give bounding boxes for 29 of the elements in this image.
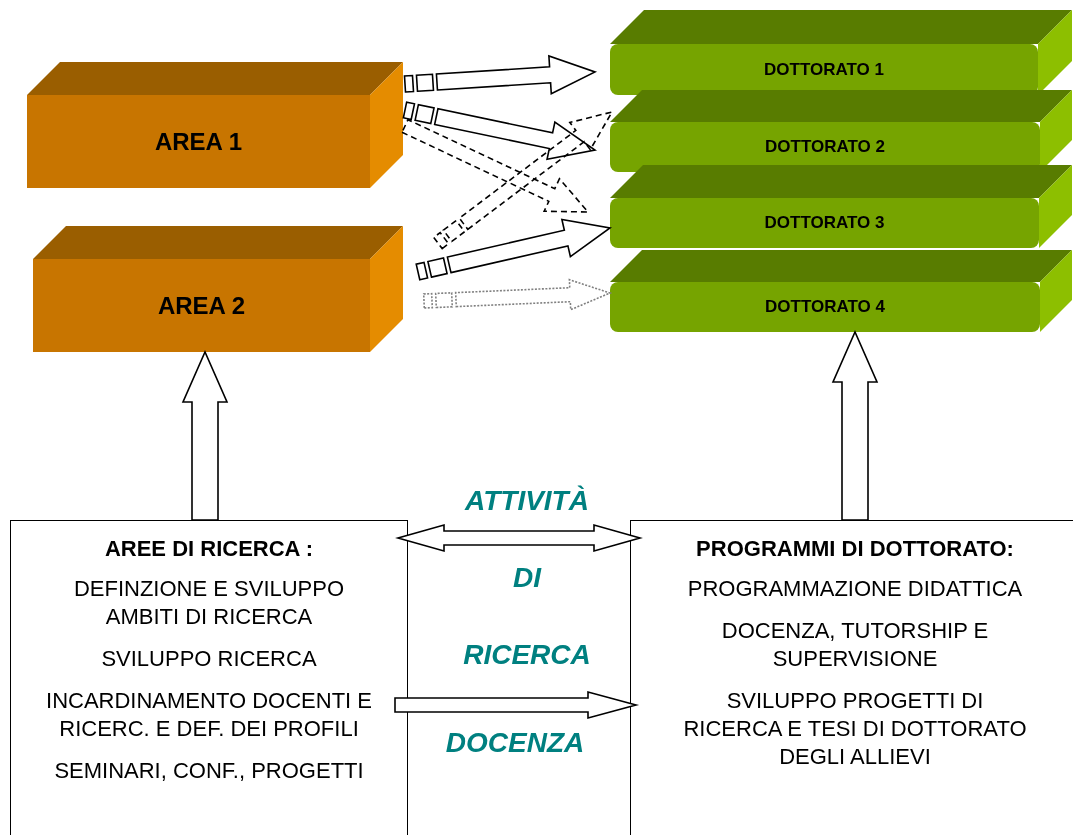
list-item: SEMINARI, CONF., PROGETTI [53, 757, 365, 785]
list-item: SVILUPPO RICERCA [100, 645, 318, 673]
list-item: DEFINZIONE E SVILUPPO AMBITI DI RICERCA [72, 575, 346, 631]
block-arrow [432, 110, 614, 250]
block-arrow [831, 330, 879, 521]
section-heading: AREE DI RICERCA : [103, 535, 315, 563]
block-arrow [415, 218, 612, 281]
text-panel [630, 520, 1073, 835]
block-arrow [181, 350, 229, 521]
block-arrow [400, 118, 590, 213]
block-label: DOTTORATO 2 [765, 137, 885, 157]
edge-label: ATTIVITÀ DI RICERCA [462, 484, 592, 672]
block-arrow [395, 523, 643, 553]
block-label: AREA 1 [154, 127, 243, 156]
list-item: DOCENZA, TUTORSHIP E SUPERVISIONE [720, 617, 990, 673]
block-arrow [402, 101, 597, 161]
section-heading: PROGRAMMI DI DOTTORATO: [695, 535, 1015, 563]
block-label: DOTTORATO 1 [764, 59, 884, 80]
edge-label: DOCENZA [444, 726, 586, 760]
list-item: SVILUPPO PROGETTI DI RICERCA E TESI DI DOTTORATO DEGLI ALLIEVI [682, 687, 1028, 771]
block-label: AREA 2 [157, 291, 246, 320]
block-label: DOTTORATO 3 [764, 213, 885, 233]
list-item: INCARDINAMENTO DOCENTI E RICERC. E DEF. DEI PROFILI [45, 687, 373, 743]
block-arrow [422, 278, 613, 311]
block-arrow [394, 690, 640, 720]
text-panel [10, 520, 408, 835]
block-arrow [403, 54, 598, 96]
list-item: PROGRAMMAZIONE DIDATTICA [686, 575, 1024, 603]
block-label: DOTTORATO 4 [765, 297, 885, 317]
